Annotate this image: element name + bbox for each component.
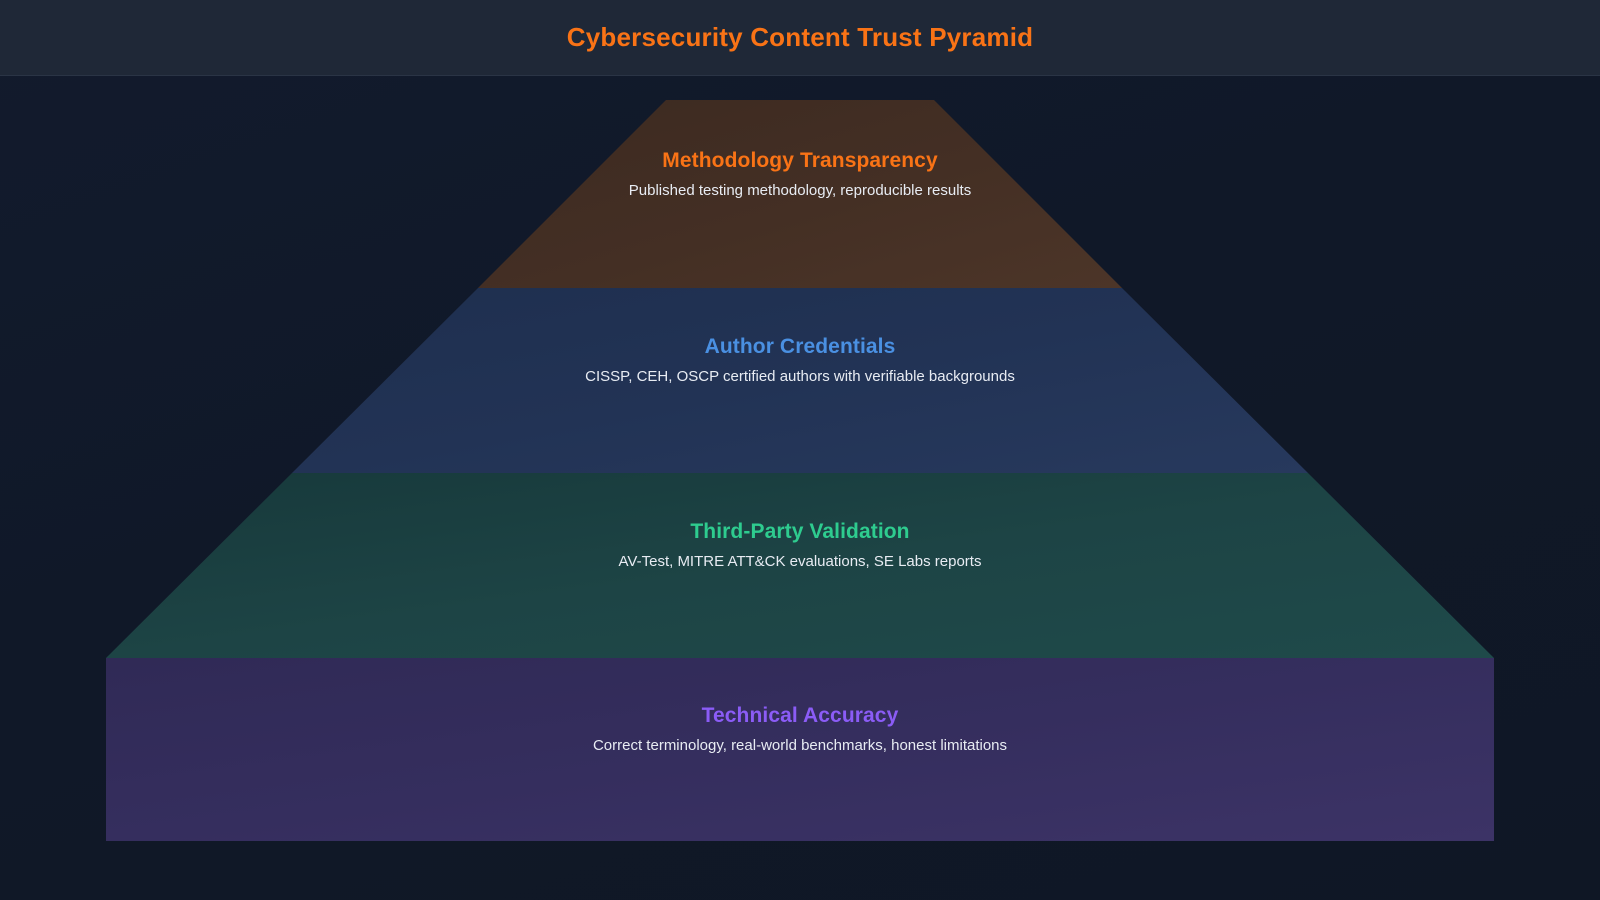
pyramid-tier-methodology-transparency[interactable]: Methodology Transparency Published testi… xyxy=(0,100,1600,288)
tier-shape-2 xyxy=(292,288,1308,473)
pyramid-tier-third-party-validation[interactable]: Third-Party Validation AV-Test, MITRE AT… xyxy=(0,473,1600,658)
tier-shape-3 xyxy=(106,473,1494,658)
tier-shape-4 xyxy=(106,658,1494,841)
page-title: Cybersecurity Content Trust Pyramid xyxy=(566,22,1034,52)
pyramid-tier-author-credentials[interactable]: Author Credentials CISSP, CEH, OSCP cert… xyxy=(0,288,1600,473)
pyramid-tier-technical-accuracy[interactable]: Technical Accuracy Correct terminology, … xyxy=(0,658,1600,841)
header-bar: Cybersecurity Content Trust Pyramid xyxy=(0,0,1600,76)
trust-pyramid: Methodology Transparency Published testi… xyxy=(0,76,1600,900)
tier-shape-1 xyxy=(478,100,1122,288)
